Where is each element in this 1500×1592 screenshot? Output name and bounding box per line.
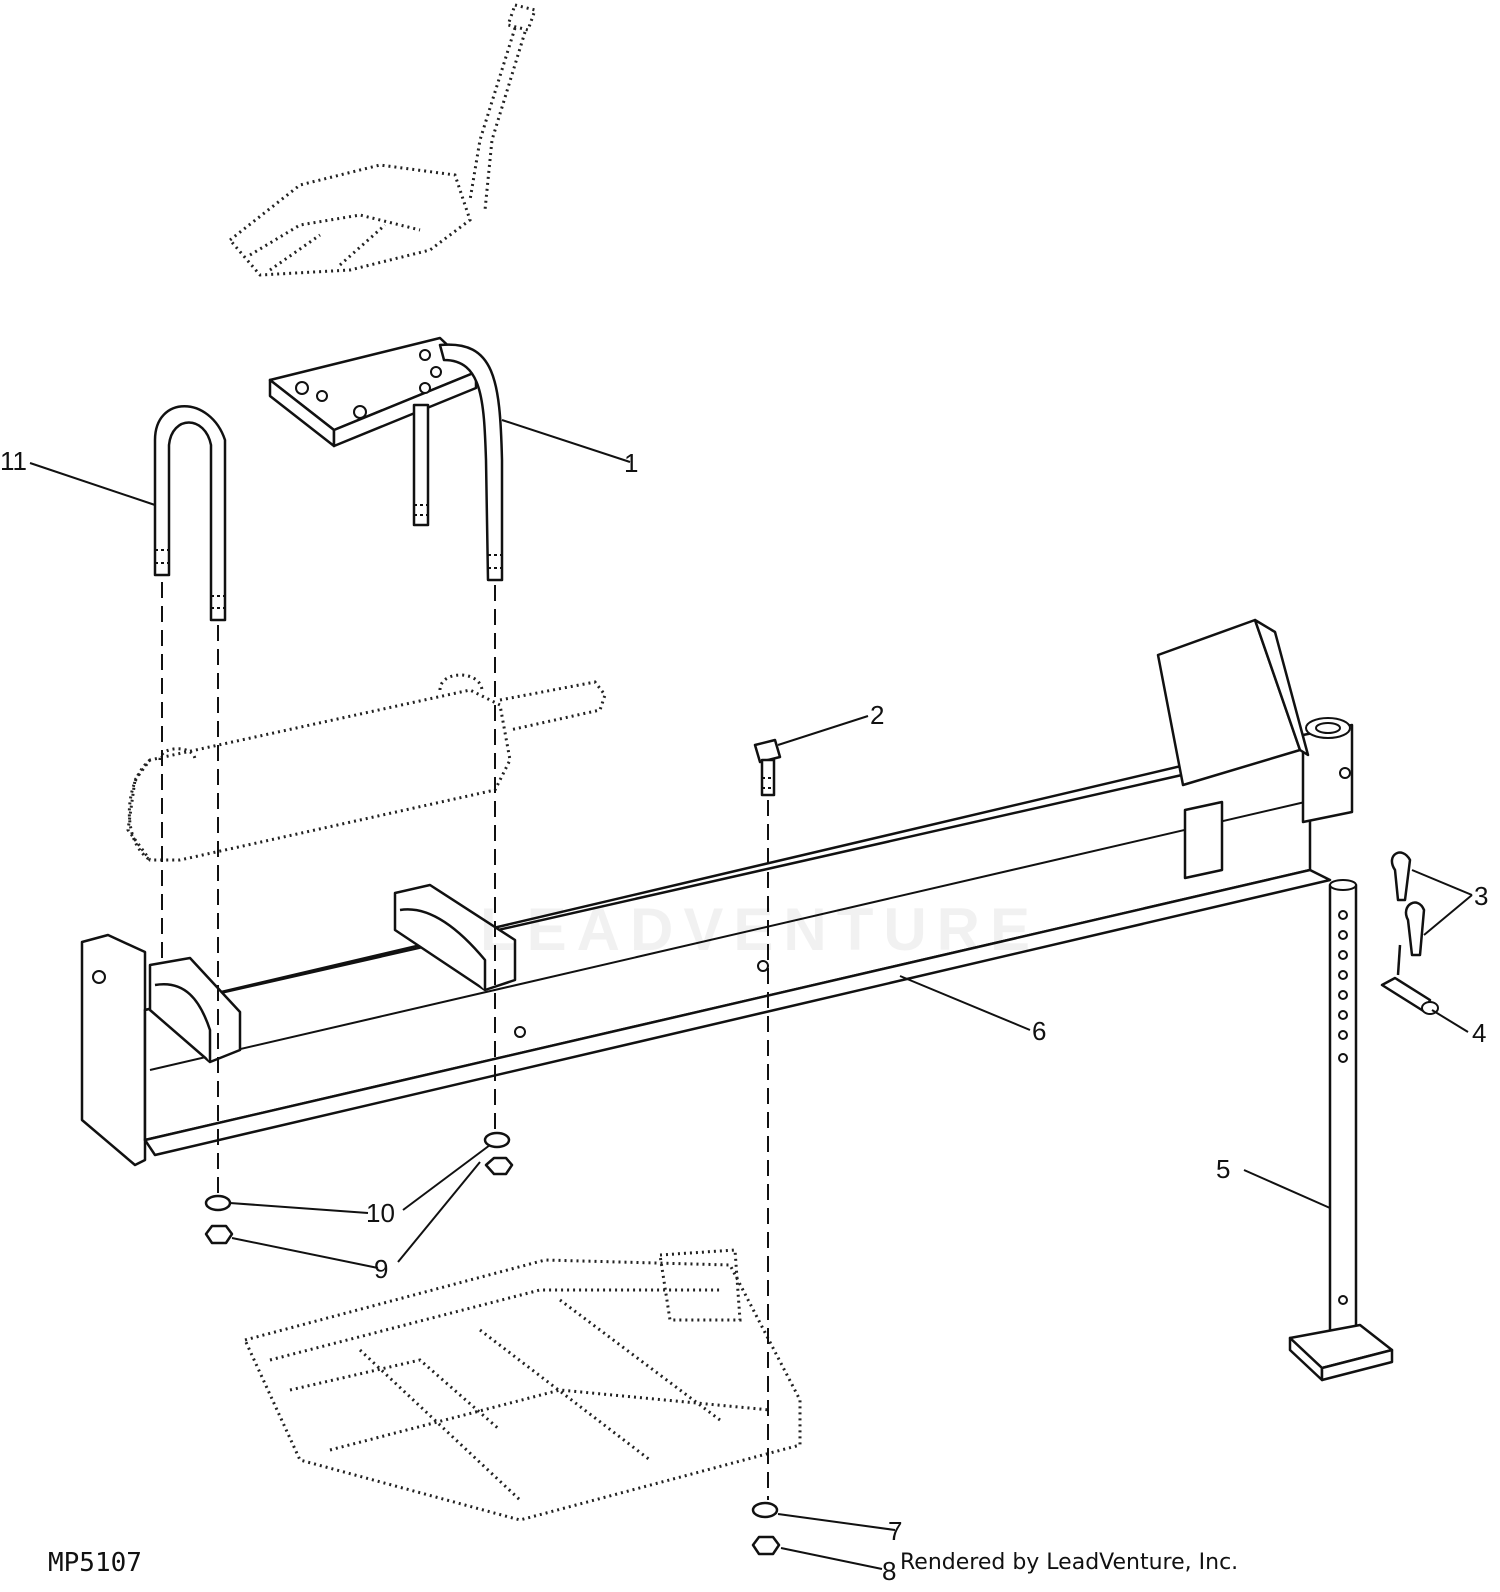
watermark: LEADVENTURE xyxy=(480,896,1041,963)
ghost-hydraulic-cylinder xyxy=(126,673,607,862)
leader-lines xyxy=(29,419,1473,1570)
ghost-tractor-hitch xyxy=(242,1248,802,1522)
part-4-pin xyxy=(1380,944,1439,1015)
part-1-mounting-plate xyxy=(268,336,504,582)
callout-9: 9 xyxy=(374,1254,388,1284)
assembly-dash-lines xyxy=(161,582,769,1500)
callout-8: 8 xyxy=(882,1556,896,1586)
callout-11: 11 xyxy=(0,446,27,476)
callout-1: 1 xyxy=(624,448,638,478)
figure-code: MP5107 xyxy=(48,1548,142,1578)
part-11-u-bolt xyxy=(153,405,227,622)
callouts: 1 2 3 4 5 6 7 8 9 10 11 xyxy=(0,446,1488,1586)
callout-4: 4 xyxy=(1472,1018,1486,1048)
ghost-control-valve xyxy=(227,3,537,277)
frame-tongue-plate xyxy=(1156,618,1310,787)
callout-10: 10 xyxy=(366,1198,395,1228)
callout-3: 3 xyxy=(1474,881,1488,911)
part-2-bolt xyxy=(753,738,782,797)
callout-5: 5 xyxy=(1216,1154,1230,1184)
callout-2: 2 xyxy=(870,700,884,730)
part-6-frame xyxy=(80,717,1354,1167)
part-5-jack-stand xyxy=(1288,879,1394,1382)
render-credit: Rendered by LeadVenture, Inc. xyxy=(900,1550,1239,1575)
callout-6: 6 xyxy=(1032,1016,1046,1046)
part-3-clips xyxy=(1390,851,1426,957)
hardware-washers-nuts xyxy=(204,1131,781,1556)
callout-7: 7 xyxy=(888,1516,902,1546)
